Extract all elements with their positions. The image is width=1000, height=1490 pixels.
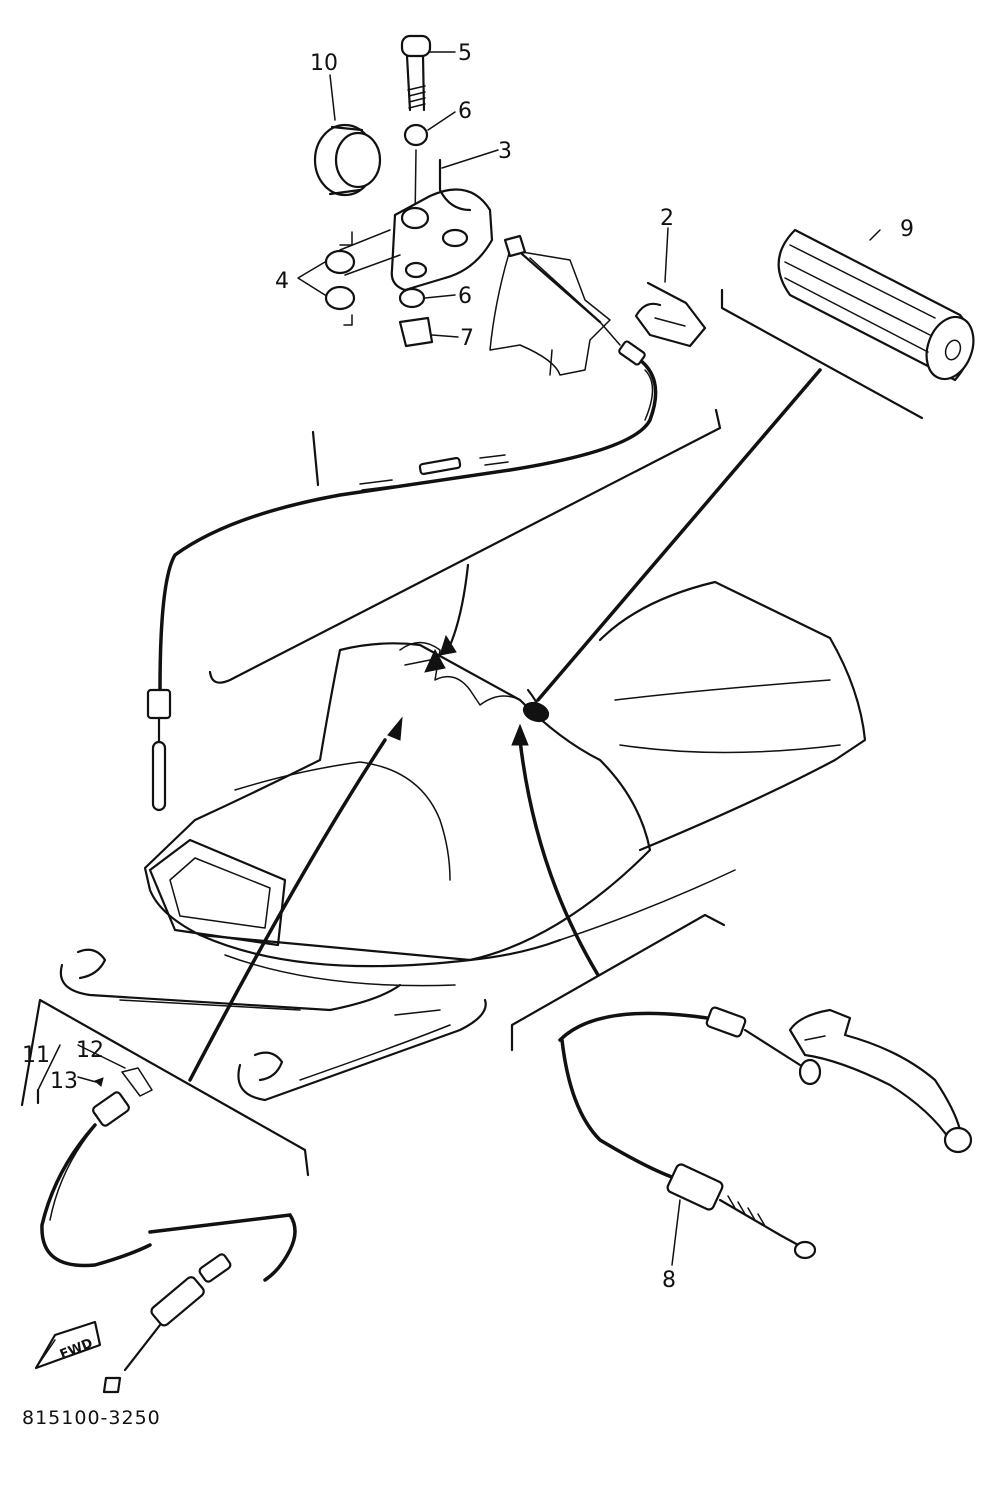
callout-6-upper: 6 [458,99,472,124]
callout-2: 2 [660,206,674,231]
panel-frames [20,288,924,1177]
clip-part-2 [634,281,707,348]
handlebar-grip-part-9 [777,228,975,382]
callout-12: 12 [76,1038,104,1063]
callout-13: 13 [50,1069,78,1094]
diagram-reference-code: 815100-3250 [22,1407,161,1429]
left-cable-assembly: FWD [34,1067,297,1394]
callout-8: 8 [662,1268,676,1293]
snowmobile-illustration [59,580,867,1102]
throttle-housing-parts [313,34,611,376]
washer-part-6-upper [403,123,429,147]
nut-part-7 [398,316,434,348]
callout-leaders [37,51,881,1266]
throttle-cable [146,321,658,812]
callout-labels: 5 6 3 10 2 9 4 6 7 11 12 13 8 [22,41,914,1293]
washer-part-6-lower [398,287,426,309]
callout-10: 10 [310,51,338,76]
callout-6-lower: 6 [458,284,472,309]
collar-part-10 [313,123,382,197]
bracket-part-3 [339,158,494,292]
callout-3: 3 [498,139,512,164]
forward-direction-arrow: FWD [34,1320,102,1370]
callout-9: 9 [900,217,914,242]
grommet-part-4 [324,231,356,326]
callout-5: 5 [458,41,472,66]
brake-cable-assembly [558,1006,973,1260]
callout-4: 4 [275,269,289,294]
leader-lines [188,368,822,1082]
callout-7: 7 [460,326,474,351]
callout-11: 11 [22,1043,50,1068]
